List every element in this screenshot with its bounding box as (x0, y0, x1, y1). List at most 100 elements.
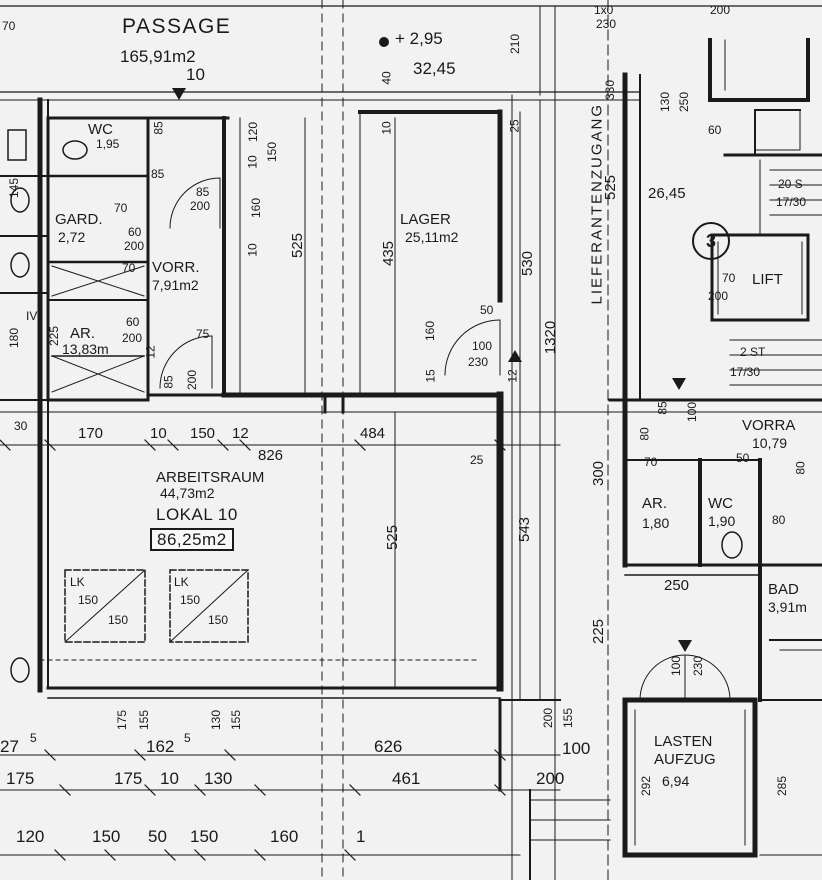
dim-200-d: 200 (541, 707, 556, 729)
room-lastenaufzug-name-2: AUFZUG (654, 751, 716, 768)
room-vorr-right-name: VORRA (742, 417, 796, 434)
dim-70-d: 70 (644, 455, 658, 469)
dim-50: 50 (480, 303, 494, 317)
dim-543: 543 (516, 516, 534, 543)
dim-200-f: 200 (710, 3, 731, 17)
dim-17-30-b: 17/30 (730, 365, 761, 379)
dim-60-c: 60 (708, 123, 722, 137)
dim-1320: 1320 (542, 320, 560, 355)
dim-12-c: 12 (143, 345, 158, 359)
dim-525-c: 525 (384, 524, 402, 551)
dim-70: 70 (2, 19, 16, 33)
dim-1x0: 1x0 (594, 3, 614, 17)
level-upper: + 2,95 (395, 29, 443, 48)
dim-155-c: 155 (561, 707, 576, 729)
dim-150-c: 150 (92, 827, 121, 846)
dim-826: 826 (258, 447, 284, 464)
dim-175-a: 175 (115, 709, 130, 731)
dim-160-b: 160 (423, 320, 438, 342)
dim-300: 300 (590, 460, 608, 487)
room-lift-name: LIFT (752, 271, 783, 288)
dim-285: 285 (775, 775, 790, 797)
dim-10-c: 10 (379, 121, 394, 135)
lk-2-width: 150 (180, 593, 201, 607)
room-right-area: 26,45 (648, 185, 686, 202)
passage-name: PASSAGE (122, 15, 232, 38)
room-wc-right-name: WC (708, 495, 733, 512)
dim-330: 330 (603, 79, 618, 101)
dim-484: 484 (360, 425, 386, 442)
dim-200-a: 200 (190, 199, 211, 213)
room-vorr-name: VORR. (152, 259, 200, 276)
dim-120: 120 (246, 121, 261, 143)
dim-100-a: 100 (472, 339, 493, 353)
dim-200-e: 200 (536, 769, 565, 788)
room-ar-area: 13,83m (62, 341, 109, 357)
dim-12-b: 12 (232, 425, 249, 442)
dim-80-c: 80 (772, 513, 786, 527)
dim-12-a: 12 (505, 369, 520, 383)
lk-1-name: LK (70, 575, 85, 589)
dim-1: 1 (356, 827, 366, 846)
dim-120-b: 120 (16, 827, 45, 846)
dim-85-e: 85 (655, 401, 670, 415)
dim-461: 461 (392, 769, 421, 788)
dim-170: 170 (78, 425, 104, 442)
dim-50-c: 50 (736, 451, 750, 465)
dim-180: 180 (7, 327, 22, 349)
dim-85-d: 85 (161, 375, 176, 389)
dim-200-g: 200 (708, 289, 729, 303)
room-arbeitsraum-name: ARBEITSRAUM (156, 469, 265, 486)
dim-27: 27 (0, 737, 19, 756)
dim-85-c: 85 (196, 185, 210, 199)
room-gard-area: 2,72 (58, 229, 86, 245)
room-ar-right-area: 1,80 (642, 515, 670, 531)
dim-435: 435 (380, 240, 398, 267)
dim-160-c: 160 (270, 827, 299, 846)
passage-number: 10 (186, 65, 205, 84)
dim-225-b: 225 (590, 618, 608, 645)
dim-150-a: 150 (265, 141, 280, 163)
dim-85-b: 85 (151, 121, 166, 135)
dim-175-b: 175 (6, 769, 35, 788)
dim-10-e: 10 (160, 769, 179, 788)
room-lager-name: LAGER (400, 211, 451, 228)
dim-60-a: 60 (128, 225, 142, 239)
room-gard-name: GARD. (55, 211, 103, 228)
dim-130-b: 130 (209, 709, 224, 731)
stair-number-badge: 3 (692, 222, 730, 260)
dim-30: 30 (14, 419, 28, 433)
dim-25-a: 25 (507, 119, 522, 133)
dim-200-b: 200 (124, 239, 145, 253)
dim-145: 145 (7, 177, 22, 199)
room-lokal-name: LOKAL 10 (156, 505, 238, 524)
dim-230-a: 230 (468, 355, 489, 369)
dim-25-b: 25 (470, 453, 484, 467)
dim-75: 75 (196, 327, 210, 341)
dim-200-h: 200 (185, 369, 200, 391)
dim-2st: 2 ST (740, 345, 766, 359)
dim-292: 292 (639, 775, 654, 797)
room-wc-area: 1,95 (96, 137, 120, 151)
lk-2-name: LK (174, 575, 189, 589)
room-arbeitsraum-area: 44,73m2 (160, 485, 215, 501)
dim-80: 80 (637, 427, 652, 441)
dim-230-b: 230 (691, 655, 706, 677)
room-ar-right-name: AR. (642, 495, 668, 512)
corridor-name: LIEFERANTENZUGANG (588, 102, 606, 305)
dim-70-e: 70 (122, 261, 136, 275)
room-lastenaufzug-name-1: LASTEN (654, 733, 713, 750)
room-wc-right-area: 1,90 (708, 513, 736, 529)
dim-40: 40 (379, 71, 394, 85)
dim-15: 15 (423, 369, 438, 383)
dim-210: 210 (508, 33, 523, 55)
passage-area: 165,91m2 (120, 47, 196, 66)
dim-80-b: 80 (793, 461, 808, 475)
dim-10-d: 10 (150, 425, 167, 442)
room-bad-area: 3,91m (768, 599, 807, 615)
stair-number: 3 (705, 230, 716, 251)
dim-162: 162 (146, 737, 175, 756)
dim-85-a: 85 (151, 167, 165, 181)
dim-175-c: 175 (114, 769, 143, 788)
